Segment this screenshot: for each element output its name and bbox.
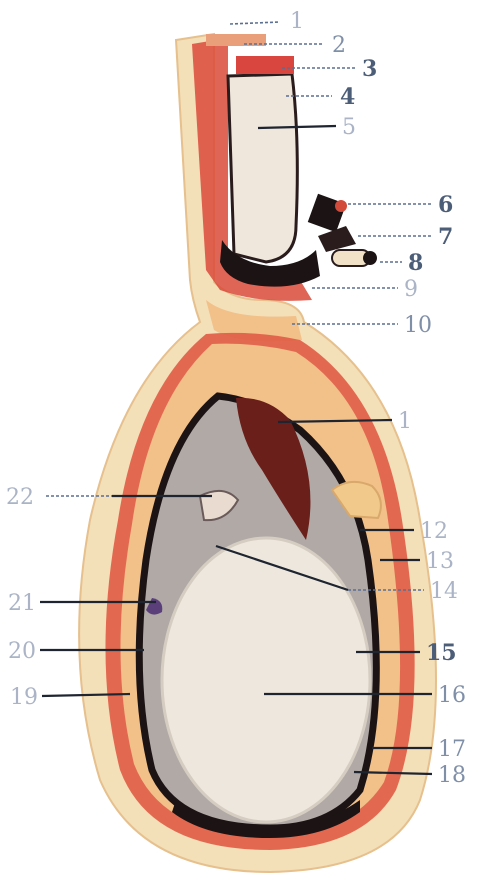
label-13: 13 (426, 549, 454, 574)
vein-end (363, 251, 377, 265)
label-9: 9 (404, 277, 418, 302)
label-6: 6 (438, 192, 453, 218)
upper-canal-cavity (228, 74, 297, 262)
label-16: 16 (438, 683, 466, 708)
artery-dot (335, 200, 347, 212)
label-22: 22 (6, 485, 34, 510)
label-7: 7 (438, 224, 453, 250)
label-15: 15 (426, 640, 457, 666)
label-19: 19 (10, 685, 38, 710)
label-8: 8 (408, 250, 423, 276)
label-12: 12 (420, 519, 448, 544)
label-1: 1 (290, 9, 304, 34)
label-21: 21 (8, 591, 36, 616)
leader-1 (230, 22, 280, 24)
label-11: 1 (398, 409, 412, 434)
label-17: 17 (438, 737, 466, 762)
vessel-branch (318, 226, 356, 252)
label-18: 18 (438, 763, 466, 788)
label-4: 4 (340, 84, 355, 110)
label-2: 2 (332, 33, 346, 58)
label-10: 10 (404, 313, 432, 338)
label-14: 14 (430, 579, 458, 604)
testis (162, 538, 370, 822)
label-5: 5 (342, 115, 356, 140)
top-red-band (236, 56, 294, 74)
label-20: 20 (8, 639, 36, 664)
vessel-cross-section (308, 194, 346, 232)
label-3: 3 (362, 56, 377, 82)
anatomy-drawing (79, 34, 436, 872)
